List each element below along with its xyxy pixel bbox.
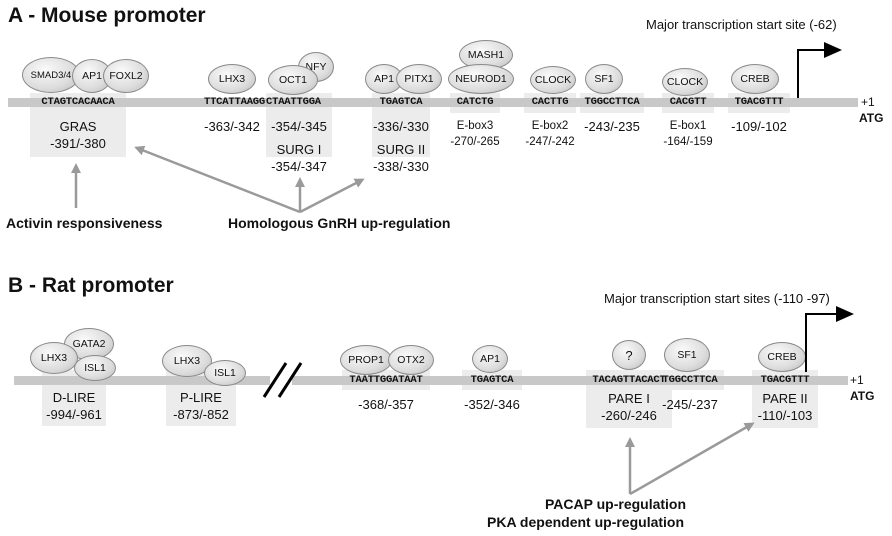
sf1-position-b: -245/-237 — [662, 397, 718, 412]
gras-position: -391/-380 — [50, 136, 106, 151]
panel-a-dna-line — [8, 98, 858, 107]
sf1-position-a: -243/-235 — [584, 119, 640, 134]
dlire-position: -994/-961 — [46, 407, 102, 422]
ebox3-name: E-box3 — [456, 120, 494, 132]
ebox3-position: -270/-265 — [450, 136, 500, 148]
lhx3-factor-a: LHX3 — [208, 64, 256, 94]
creb-sequence-a: TGACGTTT — [734, 96, 784, 108]
pitx1-factor: PITX1 — [396, 64, 442, 94]
break-mark-2 — [277, 362, 303, 398]
activin-annotation: Activin responsiveness — [6, 215, 163, 231]
oct1-sequence: CTAATTGGA — [266, 96, 321, 108]
neurod1-factor: NEUROD1 — [448, 64, 514, 94]
pacap-arrow-to-pare2 — [629, 422, 755, 496]
pacap-annotation: PACAP up-regulation — [545, 496, 687, 512]
ap1-factor-b: AP1 — [472, 345, 508, 373]
foxl2-factor: FOXL2 — [103, 59, 149, 93]
otx2-factor: OTX2 — [388, 345, 434, 375]
isl1-factor-b2: ISL1 — [204, 360, 246, 386]
pare1-position: -260/-246 — [601, 408, 657, 423]
ap1-position-a: -336/-330 — [373, 119, 429, 134]
panel-b-title: B - Rat promoter — [8, 274, 174, 297]
pare2-name: PARE II — [762, 391, 808, 406]
ebox3-sequence: CATCTG — [456, 96, 494, 108]
surg1-name: SURG I — [276, 142, 322, 157]
plire-name: P-LIRE — [180, 390, 222, 405]
panel-b-atg: ATG — [850, 389, 875, 403]
panel-b-dna-line-right — [292, 376, 848, 385]
ebox1-sequence: CACGTT — [669, 96, 707, 108]
creb-position-a: -109/-102 — [731, 119, 787, 134]
ebox2-position: -247/-242 — [525, 136, 575, 148]
pare1-sequence: TACAGTTACACT — [592, 374, 666, 386]
plire-position: -873/-852 — [173, 407, 229, 422]
panel-b-tss-label: Major transcription start sites (-110 -9… — [604, 291, 830, 306]
sf1-sequence-a: TGGCCTTCA — [584, 96, 640, 108]
panel-b-dna-line-left — [14, 376, 270, 385]
lhx3-factor-b2: LHX3 — [162, 345, 212, 377]
pare2-position: -110/-103 — [757, 408, 813, 423]
ebox2-sequence: CACTTG — [531, 96, 569, 108]
pka-annotation: PKA dependent up-regulation — [487, 514, 685, 530]
tss-arrow-a — [797, 42, 842, 98]
sf1-factor-a: SF1 — [585, 64, 623, 94]
creb-factor-a: CREB — [731, 64, 779, 94]
surg2-position: -338/-330 — [373, 159, 429, 174]
panel-a-title: A - Mouse promoter — [8, 4, 206, 27]
panel-a-plus-one: +1 — [861, 95, 875, 109]
prop1-factor: PROP1 — [340, 345, 392, 375]
clock-factor-1: CLOCK — [530, 66, 576, 94]
gras-sequence: CTAGTCACAACA — [41, 96, 115, 108]
ebox1-name: E-box1 — [669, 120, 707, 132]
dlire-name: D-LIRE — [52, 390, 96, 405]
ap1-position-b: -352/-346 — [464, 397, 520, 412]
ap1-factor-a1: AP1 — [72, 59, 112, 93]
panel-a-tss-label: Major transcription start site (-62) — [646, 17, 837, 32]
panel-b-plus-one: +1 — [850, 373, 864, 387]
gnrh-annotation: Homologous GnRH up-regulation — [228, 215, 451, 231]
prop-position: -368/-357 — [358, 397, 414, 412]
gras-name: GRAS — [59, 119, 97, 134]
break-mark-1 — [262, 362, 288, 398]
sf1-factor-b: SF1 — [664, 338, 710, 372]
surg2-name: SURG II — [376, 142, 426, 157]
prop-sequence: TAATTGGATAAT — [349, 374, 423, 386]
pare2-sequence: TGACGTTT — [760, 374, 810, 386]
ap1-sequence-b: TGAGTCA — [470, 374, 514, 386]
oct1-position: -354/-345 — [271, 119, 327, 134]
pare1-name: PARE I — [608, 391, 650, 406]
oct1-factor: OCT1 — [268, 65, 318, 95]
unknown-factor: ? — [612, 340, 646, 370]
sf1-sequence-b: TGGCCTTCA — [662, 374, 718, 386]
lhx3-sequence-a: TTCATTAAGG — [203, 96, 265, 108]
isl1-factor-b1: ISL1 — [74, 355, 116, 381]
clock-factor-2: CLOCK — [662, 68, 708, 96]
panel-a-atg: ATG — [859, 111, 884, 125]
gnrh-arrow-to-gras — [134, 145, 301, 214]
creb-factor-b: CREB — [758, 342, 806, 372]
ebox1-position: -164/-159 — [663, 136, 713, 148]
surg1-position: -354/-347 — [271, 159, 327, 174]
ap1-sequence-a: TGAGTCA — [379, 96, 423, 108]
ebox2-name: E-box2 — [531, 120, 569, 132]
gnrh-arrow-to-surg2 — [299, 178, 365, 214]
lhx3-position-a: -363/-342 — [204, 119, 260, 134]
tss-arrow-b — [805, 306, 854, 372]
lhx3-factor-b1: LHX3 — [30, 342, 78, 374]
